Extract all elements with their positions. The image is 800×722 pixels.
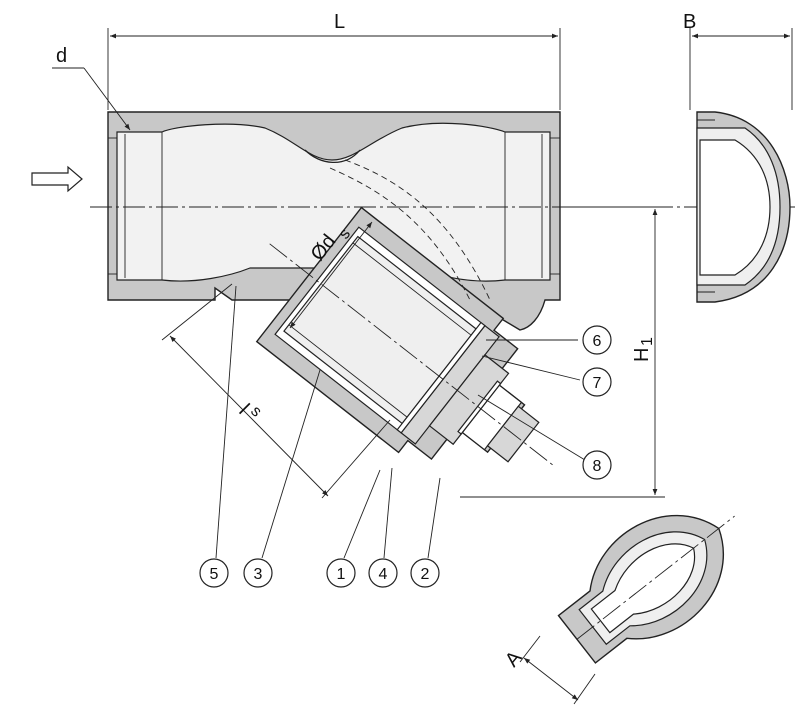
svg-text:8: 8 bbox=[593, 458, 602, 475]
part-balloon-2: 2 bbox=[410, 558, 440, 588]
svg-text:6: 6 bbox=[593, 333, 602, 350]
detail-view-a bbox=[557, 514, 735, 664]
part-balloon-1: 1 bbox=[326, 558, 356, 588]
part-balloon-8: 8 bbox=[582, 450, 612, 480]
part-balloon-6: 6 bbox=[582, 325, 612, 355]
dimension-a-label: A bbox=[501, 646, 527, 671]
dimension-h1-label: H bbox=[631, 348, 653, 362]
svg-text:5: 5 bbox=[210, 566, 219, 583]
part-balloon-7: 7 bbox=[582, 367, 612, 397]
dimension-l-label: L bbox=[334, 11, 345, 33]
svg-text:1: 1 bbox=[337, 566, 346, 583]
svg-text:3: 3 bbox=[254, 566, 263, 583]
part-balloon-5: 5 bbox=[199, 558, 229, 588]
part-balloon-3: 3 bbox=[243, 558, 273, 588]
part-balloon-4: 4 bbox=[368, 558, 398, 588]
dimension-d-label: d bbox=[56, 45, 67, 67]
dimension-l: L bbox=[107, 11, 561, 110]
svg-text:4: 4 bbox=[379, 566, 388, 583]
dimension-d: d bbox=[52, 45, 131, 131]
part-leaders bbox=[215, 285, 586, 559]
side-view bbox=[696, 111, 791, 303]
dimension-a: A bbox=[501, 635, 596, 705]
dimension-b: B bbox=[683, 11, 793, 110]
valve-body bbox=[107, 111, 561, 331]
svg-text:2: 2 bbox=[421, 566, 430, 583]
dimension-b-label: B bbox=[683, 11, 696, 33]
flow-arrow-icon bbox=[31, 165, 83, 193]
svg-text:7: 7 bbox=[593, 375, 602, 392]
dimension-h1-sub: 1 bbox=[639, 337, 656, 346]
dimension-h1: H 1 bbox=[460, 206, 665, 498]
